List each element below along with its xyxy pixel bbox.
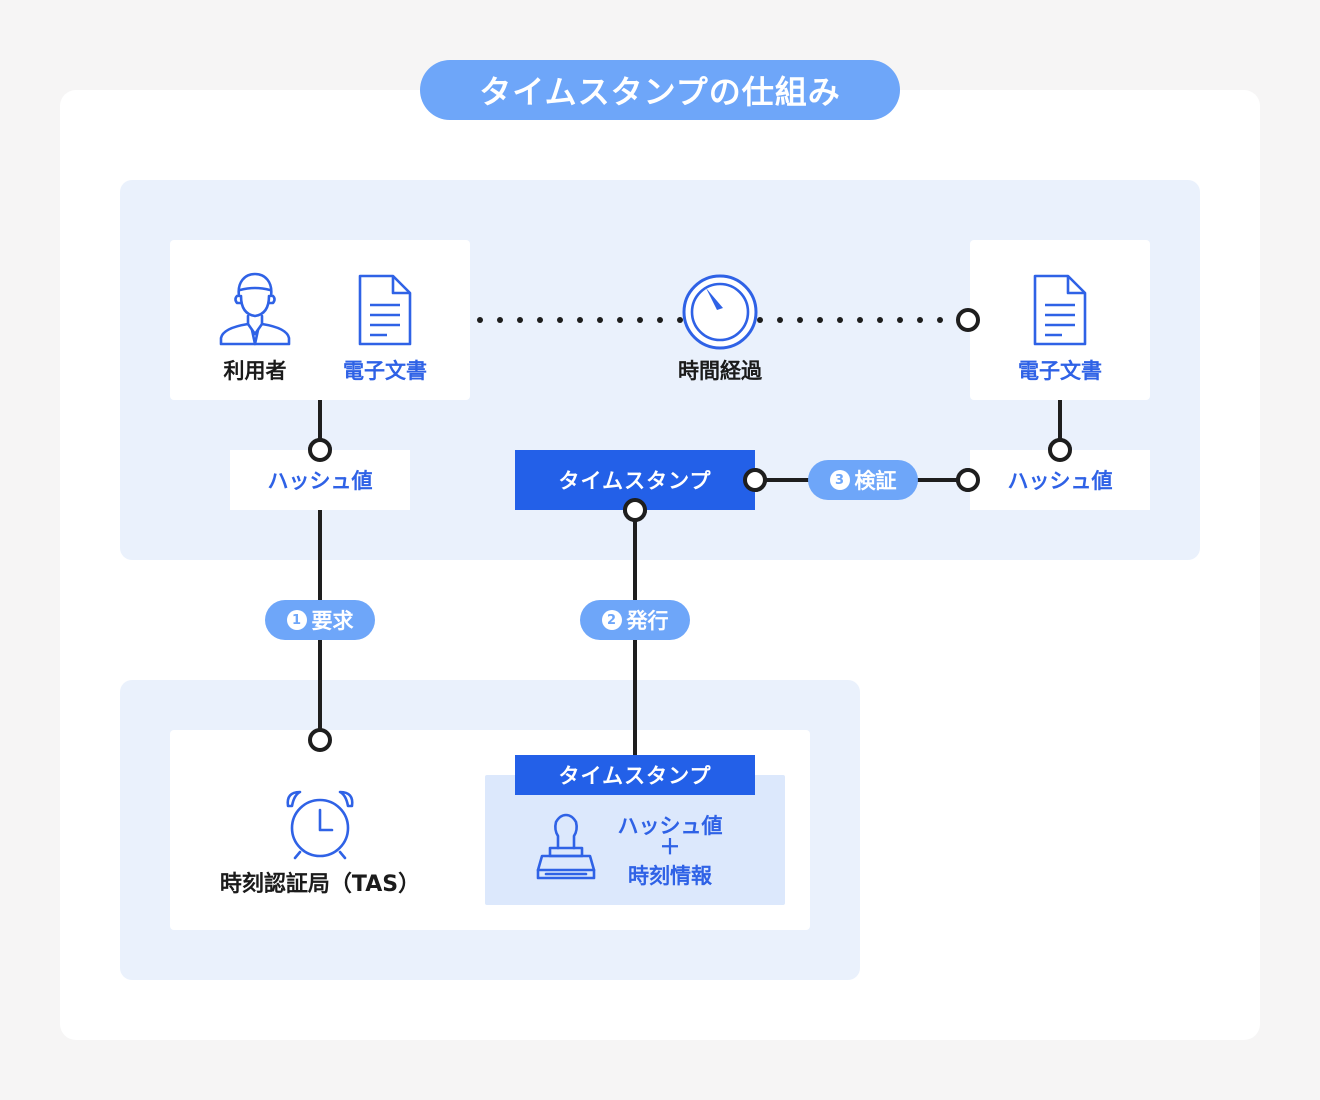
stamp-time-info: 時刻情報	[628, 864, 712, 888]
document-label: 電子文書	[343, 359, 427, 383]
elapsed-dotted-line	[477, 317, 943, 323]
document-icon	[358, 274, 412, 346]
later-document-panel	[970, 240, 1150, 400]
user-icon	[219, 272, 291, 346]
timestamp-contents	[485, 775, 785, 905]
user-label: 利用者	[223, 359, 287, 383]
stopwatch-icon	[682, 274, 758, 350]
step-number: 3	[829, 470, 850, 490]
alarm-clock-icon	[286, 790, 354, 860]
user-document-panel	[170, 240, 470, 400]
step-label: 検証	[854, 469, 897, 493]
stamp-plus: ＋	[659, 835, 681, 859]
hash-value-box-later: ハッシュ値	[970, 450, 1150, 510]
timestamp-header: タイムスタンプ	[515, 755, 755, 795]
node-right-doc	[956, 308, 980, 332]
step-label: 発行	[626, 609, 669, 633]
step-number: 2	[601, 610, 622, 630]
elapsed-time-label: 時間経過	[678, 359, 762, 383]
document-icon	[1033, 274, 1087, 346]
diagram-title: タイムスタンプの仕組み	[420, 60, 900, 120]
document-label-later: 電子文書	[1018, 359, 1102, 383]
step-number: 1	[286, 610, 307, 630]
tas-label: 時刻認証局（TAS）	[219, 872, 421, 897]
stamp-icon	[536, 813, 596, 880]
node-tas	[308, 728, 332, 752]
step-label: 要求	[311, 609, 354, 633]
stamp-hash-value: ハッシュ値	[617, 814, 723, 838]
